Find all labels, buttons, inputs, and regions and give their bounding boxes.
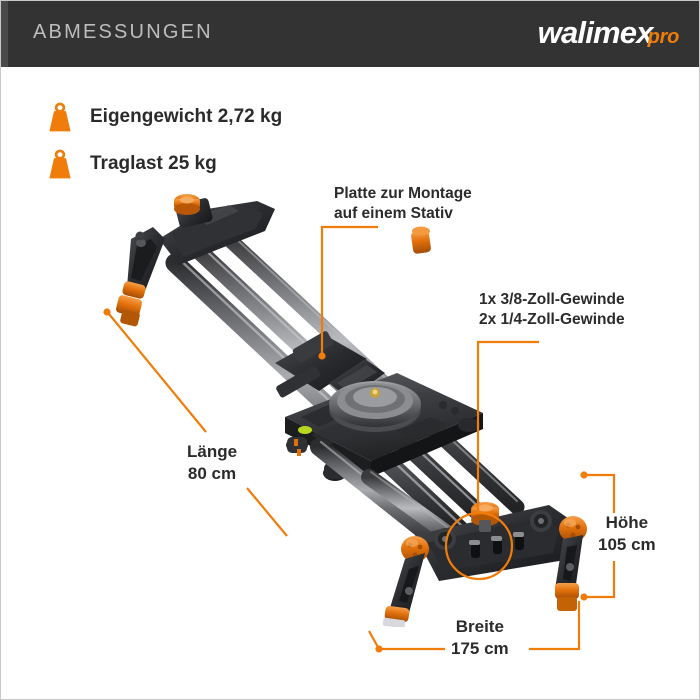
- dimension-value-laenge: 80 cm: [187, 464, 237, 484]
- callout-plate-line1: Platte zur Montage: [334, 185, 472, 202]
- callout-threads-text: 1x 3/8-Zoll-Gewinde 2x 1/4-Zoll-Gewinde: [479, 290, 625, 331]
- dimension-label-laenge: Länge 80 cm: [187, 441, 237, 485]
- walimex-pro-logo: walimex pro: [537, 15, 680, 55]
- screw-head-left: [434, 528, 456, 550]
- foot-left: [382, 605, 410, 627]
- knob-mid-rail: [411, 226, 431, 254]
- dimension-name-hoehe: Höhe: [605, 513, 649, 532]
- page-title: ABMESSUNGEN: [33, 21, 213, 43]
- knob-top-left: [174, 194, 200, 215]
- dimension-name-breite: Breite: [455, 617, 504, 636]
- dimension-value-hoehe: 105 cm: [598, 535, 656, 555]
- weight-icon: [49, 102, 71, 132]
- dimension-name-laenge: Länge: [187, 442, 238, 461]
- weight-icon: [49, 149, 71, 179]
- logo-suffix-text: pro: [647, 26, 680, 48]
- knob-left-foot: [116, 281, 146, 327]
- left-end-bracket: [116, 194, 275, 327]
- product-image-slider-dolly: [116, 194, 587, 627]
- leg-front-left: [382, 536, 429, 627]
- knob-leg-right-pivot: [559, 516, 587, 542]
- dimension-value-breite: 175 cm: [451, 639, 509, 659]
- leg-front-right: [555, 516, 587, 611]
- spec-row-traglast: Traglast 25 kg: [45, 148, 217, 180]
- callout-threads-line1: 1x 3/8-Zoll-Gewinde: [479, 291, 625, 308]
- tripod-dial: [329, 381, 421, 432]
- spec-label-traglast: Traglast 25 kg: [90, 153, 217, 174]
- callout-plate-text: Platte zur Montage auf einem Stativ: [334, 184, 472, 225]
- dimension-label-breite: Breite 175 cm: [451, 616, 509, 660]
- dimension-label-hoehe: Höhe 105 cm: [598, 512, 656, 556]
- spec-label-eigengewicht: Eigengewicht 2,72 kg: [90, 106, 283, 127]
- logo-brand-text: walimex: [537, 15, 654, 50]
- spec-row-eigengewicht: Eigengewicht 2,72 kg: [45, 101, 282, 133]
- header-bar: ABMESSUNGEN walimex pro: [1, 1, 699, 67]
- callout-plate-line2: auf einem Stativ: [334, 205, 453, 223]
- screw-head-right: [530, 510, 552, 532]
- header-accent-stripe: [1, 1, 8, 67]
- callout-threads-line2: 2x 1/4-Zoll-Gewinde: [479, 311, 625, 329]
- foot-right: [555, 583, 579, 611]
